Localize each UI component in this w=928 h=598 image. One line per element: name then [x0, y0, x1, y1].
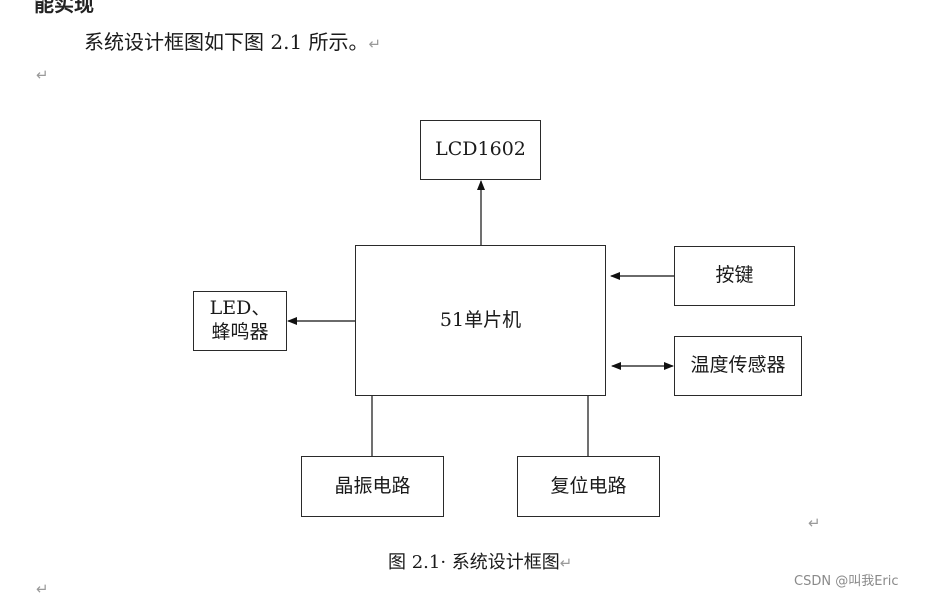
node-keys: 按键	[674, 246, 795, 306]
section-heading-fragment: 能实现	[34, 0, 94, 16]
node-led-buzzer: LED、 蜂鸣器	[193, 291, 287, 351]
paragraph-mark: ↵	[559, 554, 573, 572]
led-label: LED、	[209, 297, 271, 320]
node-temp-sensor: 温度传感器	[674, 336, 802, 396]
buzzer-label: 蜂鸣器	[211, 321, 269, 343]
node-mcu: 51单片机	[355, 245, 606, 396]
node-lcd1602: LCD1602	[420, 120, 541, 180]
paragraph-mark: ↵	[368, 35, 382, 53]
node-crystal-circuit: 晶振电路	[301, 456, 444, 517]
watermark: CSDN @叫我Eric	[794, 574, 899, 589]
paragraph-mark: ↵	[36, 66, 49, 84]
paragraph-mark: ↵	[808, 514, 821, 532]
intro-text: 系统设计框图如下图 2.1 所示。	[84, 30, 369, 54]
paragraph-mark: ↵	[36, 580, 49, 598]
caption-text: 图 2.1· 系统设计框图	[388, 552, 560, 573]
node-reset-circuit: 复位电路	[517, 456, 660, 517]
figure-caption: 图 2.1· 系统设计框图↵	[388, 548, 572, 574]
intro-paragraph: 系统设计框图如下图 2.1 所示。↵	[84, 26, 381, 55]
